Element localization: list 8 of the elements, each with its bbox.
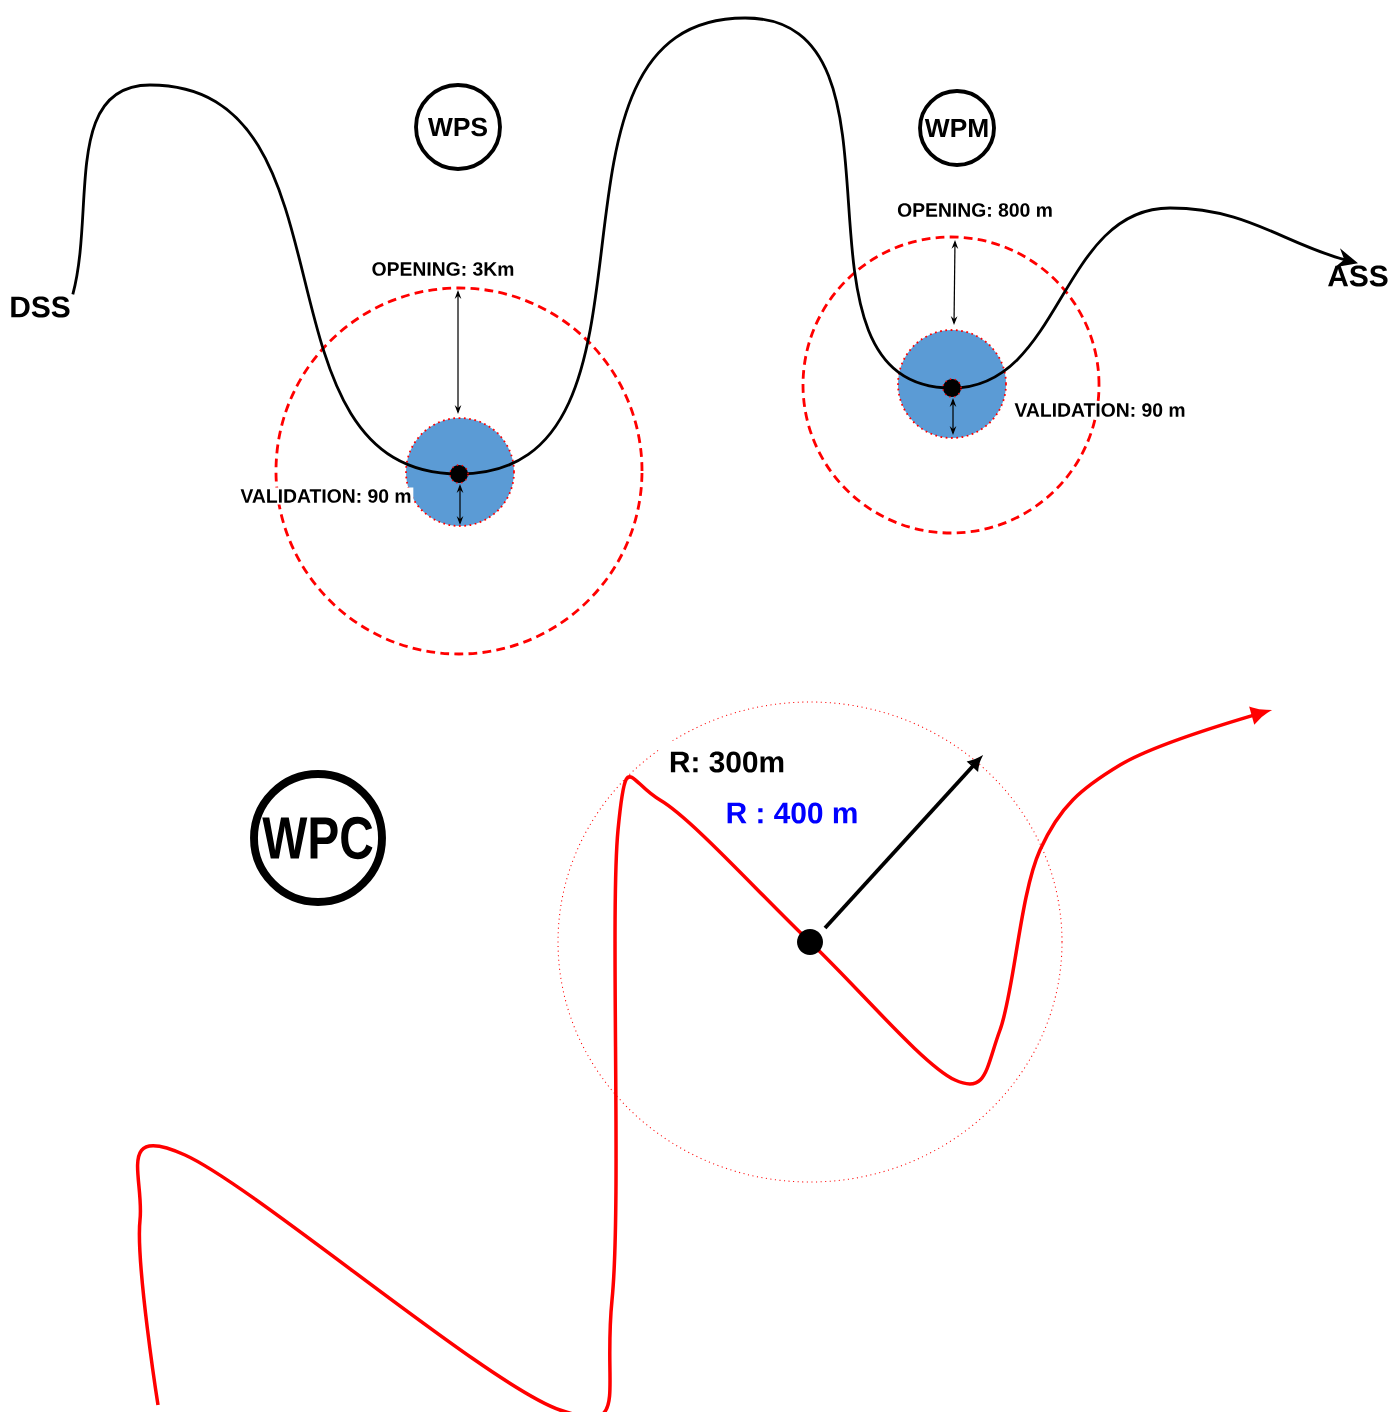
dimension-label: VALIDATION: 90 m xyxy=(1012,401,1188,419)
dimension-label: OPENING: 3Km xyxy=(369,260,517,278)
circle-label: WPM xyxy=(918,89,996,167)
dimension-label: OPENING: 800 m xyxy=(895,201,1055,219)
circle-label: WPS xyxy=(414,83,502,171)
end-label: DSS xyxy=(11,296,70,318)
dimension-label: VALIDATION: 90 m xyxy=(238,487,414,505)
end-label: ASS xyxy=(1328,265,1388,287)
